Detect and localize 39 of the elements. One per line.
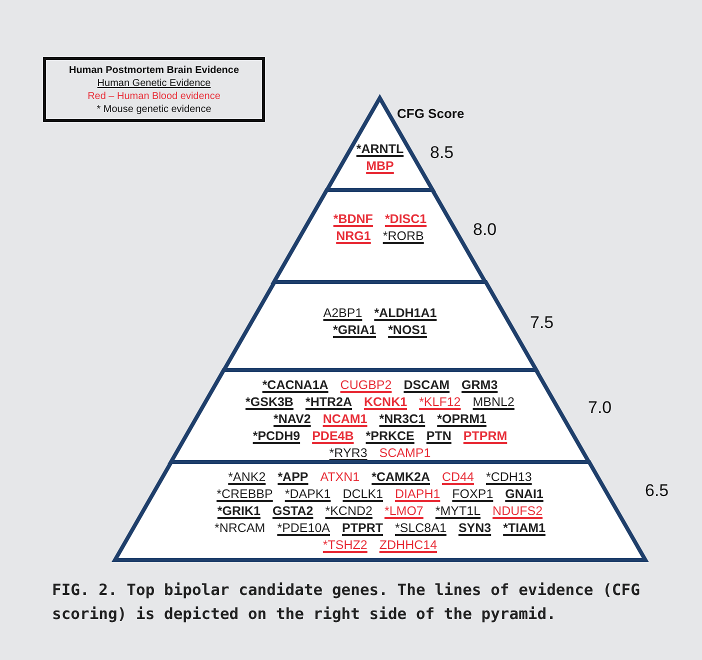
gene-symbol: *MYT1L (435, 504, 481, 519)
gene-symbol: *ANK2 (228, 470, 266, 485)
gene-symbol: ATXN1 (320, 470, 360, 485)
gene-symbol: *TIAM1 (503, 521, 546, 536)
score-value: 6.5 (645, 481, 669, 501)
gene-symbol: *NRCAM (214, 521, 266, 536)
gene-symbol: *GRIK1 (217, 504, 260, 519)
legend-text: Human Genetic Evidence (96, 77, 212, 90)
legend-text: Human Postmortem Brain Evidence (68, 64, 240, 77)
gene-symbol: GNAI1 (505, 487, 544, 502)
gene-symbol: GSTA2 (272, 504, 314, 519)
gene-symbol: SYN3 (458, 521, 492, 536)
gene-symbol: PTPRT (342, 521, 383, 536)
gene-symbol: *CREBBP (216, 487, 273, 502)
gene-symbol: *PDE10A (277, 521, 330, 536)
gene-symbol: *LMO7 (384, 504, 424, 519)
legend-text: * Mouse genetic evidence (96, 103, 212, 116)
gene-symbol: *TSHZ2 (322, 538, 368, 553)
gene-symbol: *KCND2 (325, 504, 372, 519)
gene-symbol: *GRIA1 (332, 323, 376, 338)
figure-caption: FIG. 2. Top bipolar candidate genes. The lines of evidence (CFG scoring) is depicted on the right side of the pyramid. (52, 580, 641, 625)
gene-symbol: ZDHHC14 (379, 538, 438, 553)
gene-symbol: *DAPK1 (284, 487, 331, 502)
gene-symbol: FOXP1 (452, 487, 494, 502)
score-value: 7.0 (588, 398, 612, 418)
score-value: 8.5 (430, 143, 454, 163)
gene-symbol: *ALDH1A1 (374, 306, 437, 321)
gene-symbol: DCLK1 (342, 487, 384, 502)
gene-symbol: *CDH13 (486, 470, 532, 485)
gene-symbol: A2BP1 (323, 306, 362, 321)
gene-symbol: CD44 (442, 470, 474, 485)
gene-symbol: *CAMK2A (372, 470, 430, 485)
gene-symbol: *NOS1 (388, 323, 427, 338)
gene-symbol: *APP (278, 470, 308, 485)
gene-symbol: DIAPH1 (395, 487, 440, 502)
gene-symbol: NDUFS2 (492, 504, 543, 519)
score-value: 7.5 (530, 313, 554, 333)
gene-symbol: *SLC8A1 (395, 521, 446, 536)
legend-text: Red – Human Blood evidence (86, 90, 222, 103)
